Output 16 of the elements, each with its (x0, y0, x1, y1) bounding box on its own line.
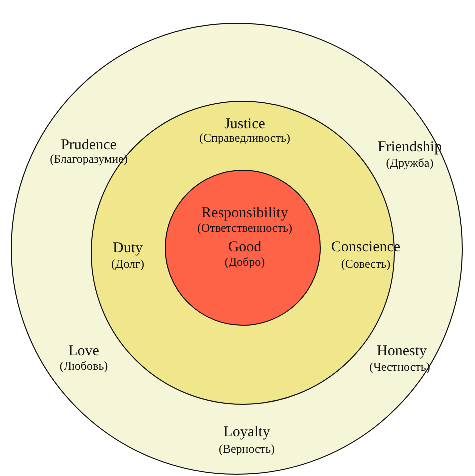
translation-label: (Добро) (224, 256, 266, 268)
virtue-label: Good (228, 240, 262, 256)
translation-label: (Любовь) (60, 360, 108, 372)
virtue-label: Honesty (377, 344, 427, 360)
translation-label: (Ответственность) (198, 222, 292, 234)
virtue-label: Loyalty (224, 426, 270, 440)
translation-label: (Верность) (218, 443, 276, 455)
virtue-label: Prudence (61, 138, 117, 154)
translation-label: (Долг) (112, 258, 144, 270)
virtue-label: Duty (113, 242, 143, 256)
virtue-label: Justice (224, 118, 266, 132)
translation-label: (Совесть) (341, 258, 391, 270)
virtue-label: Responsibility (202, 206, 288, 222)
translation-label: (Справедливость) (200, 132, 290, 144)
translation-label: (Дружба) (386, 157, 434, 169)
virtue-label: Love (68, 344, 100, 360)
